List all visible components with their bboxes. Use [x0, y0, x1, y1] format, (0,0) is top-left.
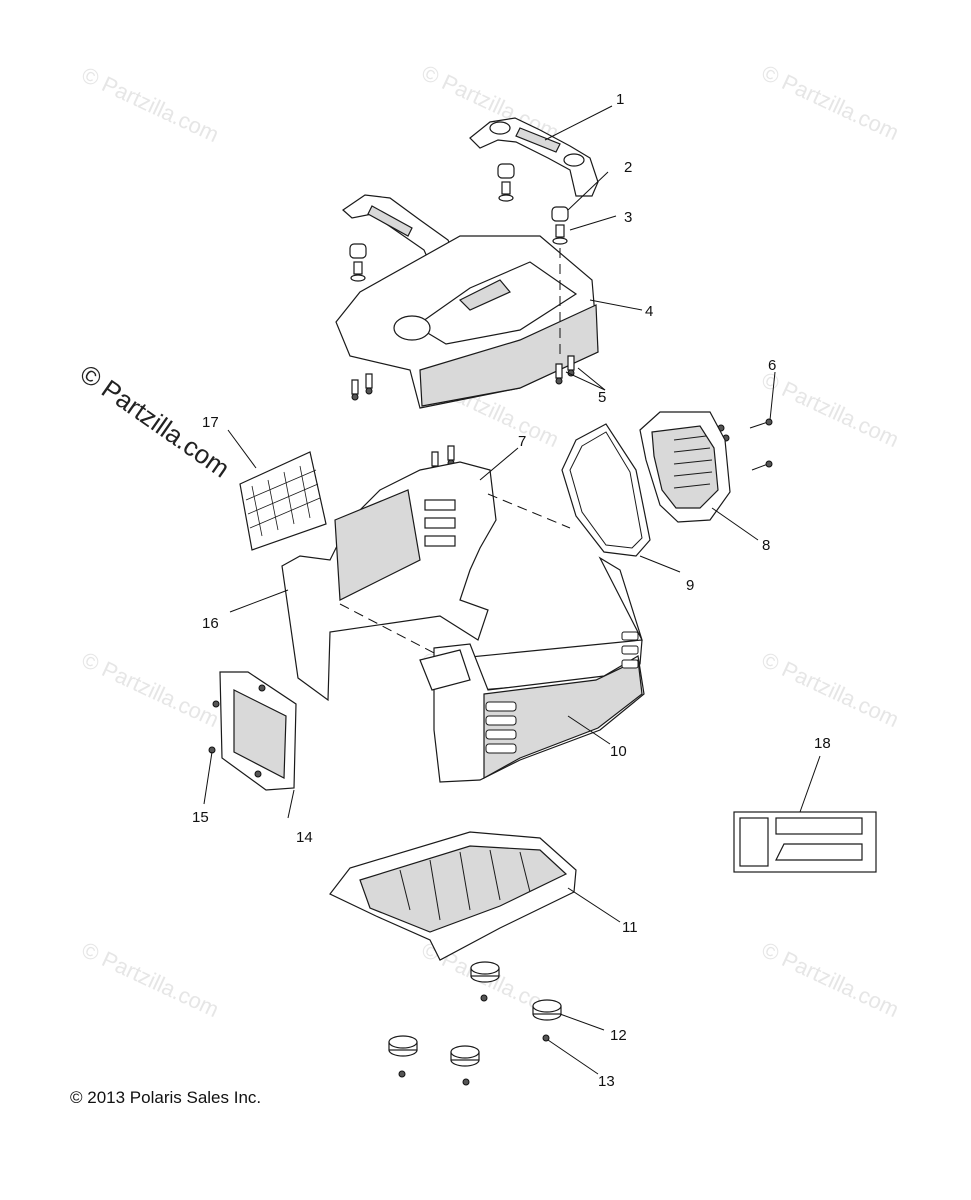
callout-1: 1: [616, 91, 624, 108]
callout-18: 18: [814, 735, 831, 752]
part-12-feet: [388, 961, 562, 1067]
part-11-base: [329, 831, 577, 961]
watermark: © Partzilla.com: [78, 62, 223, 147]
copyright-notice: © 2013 Polaris Sales Inc.: [70, 1088, 262, 1107]
part-18-decal: [733, 811, 877, 873]
leader-lines: [203, 105, 821, 1075]
part-2-3-hardware: [349, 163, 569, 282]
callout-14: 14: [296, 829, 313, 846]
part-16-side-panel: [281, 461, 571, 702]
callout-3: 3: [624, 209, 632, 226]
callout-6: 6: [768, 357, 776, 374]
part-4-top-cover: [335, 235, 599, 409]
part-13-screws: [398, 994, 550, 1086]
callout-4: 4: [645, 303, 653, 320]
part-15-screws: [208, 684, 266, 778]
part-14-frame: [219, 671, 297, 791]
part-8-vent-cover: [639, 411, 731, 523]
watermark: © Partzilla.com: [758, 367, 903, 452]
callout-11: 11: [622, 919, 638, 936]
watermark: © Partzilla.com: [758, 60, 903, 145]
part-5-screws: [351, 355, 575, 473]
part-1-handle: [469, 117, 599, 197]
watermark: © Partzilla.com: [78, 937, 223, 1022]
callout-16: 16: [202, 615, 219, 632]
callout-12: 12: [610, 1027, 627, 1044]
watermark: © Partzilla.com: [758, 937, 903, 1022]
callout-9: 9: [686, 577, 694, 594]
callout-15: 15: [192, 809, 209, 826]
callout-13: 13: [598, 1073, 615, 1090]
callout-10: 10: [610, 743, 627, 760]
callout-17: 17: [202, 414, 219, 431]
callout-5: 5: [598, 389, 606, 406]
callout-7: 7: [518, 433, 526, 450]
watermark: © Partzilla.com: [758, 647, 903, 732]
callout-2: 2: [624, 159, 632, 176]
watermark: © Partzilla.com: [78, 647, 223, 732]
part-17-filter: [239, 451, 327, 551]
callout-8: 8: [762, 537, 770, 554]
part-10-main-body: [419, 556, 645, 783]
part-9-gasket: [561, 423, 651, 557]
callouts: 1 2 3 4 5 6 7 8 9 10 11 12 13 14 15 16 1…: [192, 91, 831, 1090]
